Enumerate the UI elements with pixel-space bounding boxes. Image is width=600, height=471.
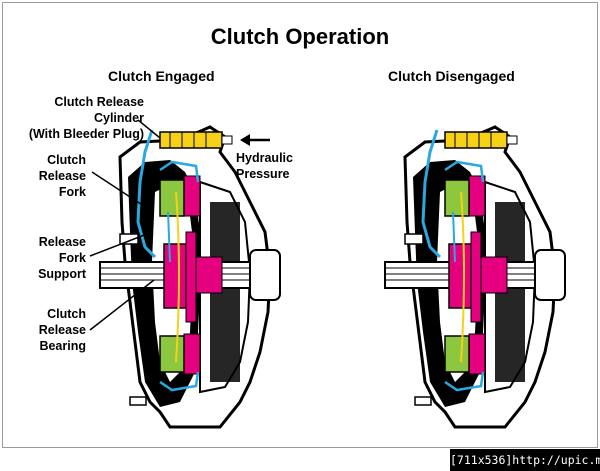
label-release-cylinder: Clutch Release Cylinder (With Bleeder Pl… bbox=[28, 95, 144, 141]
clutch-disengaged-assembly bbox=[383, 125, 567, 429]
hydraulic-pressure-arrow bbox=[240, 134, 270, 146]
page-title: Clutch Operation bbox=[210, 24, 390, 49]
label-release-fork: Clutch Release Fork bbox=[38, 153, 86, 199]
label-hydraulic-pressure: Hydraulic Pressure bbox=[236, 151, 293, 181]
heading-engaged: Clutch Engaged bbox=[108, 68, 215, 84]
heading-disengaged: Clutch Disengaged bbox=[388, 68, 515, 84]
label-fork-support: Release Fork Support bbox=[38, 235, 86, 281]
image-footer: [711x536]http://upic.me/ bbox=[450, 449, 600, 471]
leader-lines bbox=[89, 119, 161, 331]
label-release-bearing: Clutch Release Bearing bbox=[38, 307, 86, 353]
